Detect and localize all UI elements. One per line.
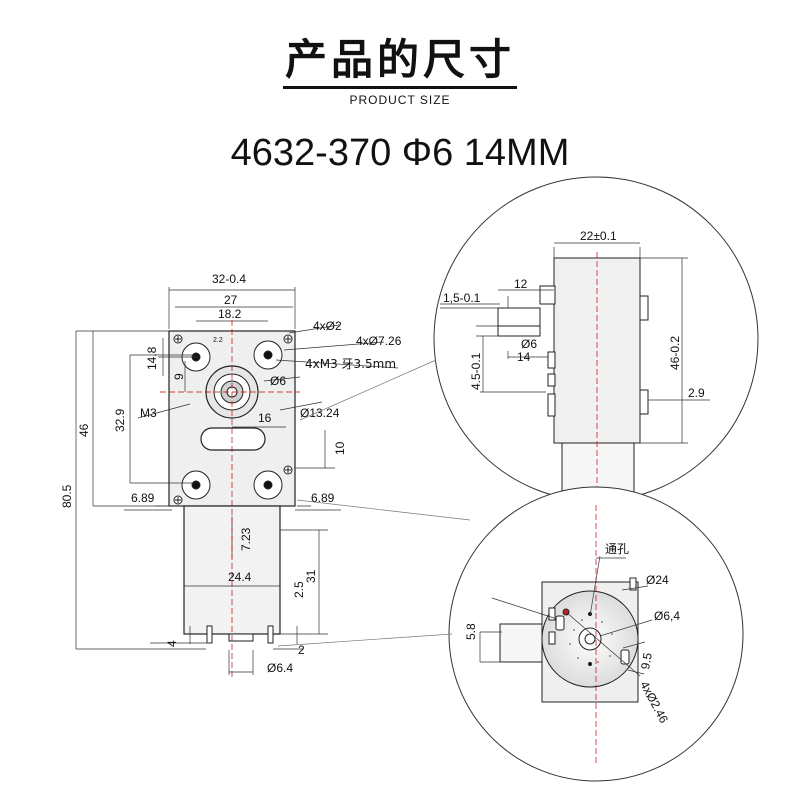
- dim-31: 31: [304, 569, 318, 583]
- side-dim-46: 46-0.2: [668, 336, 682, 370]
- model-number: 4632-370 Φ6 14MM: [230, 132, 570, 174]
- dim-24-4: 24.4: [228, 570, 252, 584]
- dim-27: 27: [224, 293, 238, 307]
- dim-hub: Ø13.24: [300, 406, 340, 420]
- dim-2: 2: [298, 643, 305, 657]
- dim-32: 32-0.4: [212, 272, 246, 286]
- title-underline: [283, 86, 517, 89]
- dim-80-5: 80.5: [60, 484, 74, 508]
- dim-7-23: 7.23: [239, 527, 253, 551]
- motor-dim-9-5: 9.5: [638, 651, 655, 670]
- page-subtitle: PRODUCT SIZE: [349, 93, 451, 107]
- motor-shaft-stub: [499, 623, 545, 663]
- dim-4: 4: [165, 640, 179, 647]
- side-shaft: [497, 307, 541, 327]
- end-cap-vents: [569, 619, 613, 663]
- label-through-hole: 通孔: [605, 542, 629, 556]
- side-gearbox: [553, 257, 641, 444]
- dim-6-4: Ø6.4: [267, 661, 293, 675]
- page-title: 产品的尺寸: [284, 35, 515, 84]
- dim-10: 10: [333, 441, 347, 455]
- dim-18-2: 18.2: [218, 307, 242, 321]
- note-holes-large: 4xØ7.26: [356, 334, 402, 348]
- terminal-left: [206, 625, 213, 644]
- dim-46: 46: [77, 423, 91, 437]
- dim-6-89-left: 6.89: [131, 491, 155, 505]
- terminal-right: [267, 625, 274, 644]
- motor-view: 通孔 Ø24 Ø6,4 5.8 9.5 4xØ2.46: [448, 486, 744, 782]
- dim-6-89-right: 6.89: [311, 491, 335, 505]
- side-dim-22: 22±0.1: [580, 229, 617, 243]
- motor-boss: [228, 633, 254, 642]
- side-dim-shaft: Ø6: [521, 337, 537, 351]
- motor-dim-24: Ø24: [646, 573, 669, 587]
- dim-32-9: 32.9: [113, 408, 127, 432]
- through-hole: [584, 633, 596, 645]
- dim-9: 9: [172, 373, 186, 380]
- motor-dim-5-8: 5.8: [464, 623, 478, 640]
- note-holes-small: 4xØ2: [313, 319, 342, 333]
- header: 产品的尺寸 PRODUCT SIZE 4632-370 Φ6 14MM: [0, 0, 800, 174]
- front-dimension-lines: [75, 287, 399, 680]
- side-dim-2-9: 2.9: [688, 386, 705, 400]
- motor-dim-6-4: Ø6,4: [654, 609, 680, 623]
- dim-shaft: Ø6: [270, 374, 286, 388]
- dim-16: 16: [258, 411, 272, 425]
- dim-2-5: 2.5: [292, 581, 306, 598]
- side-dim-1-5: 1,5-0.1: [443, 291, 481, 305]
- connector-lines: [277, 359, 471, 647]
- side-view: 22±0.1 12 1,5-0.1 Ø6 14 4.5-0.1 46-0.2 2…: [433, 176, 759, 502]
- label-m3: M3: [140, 406, 157, 420]
- front-labels: 32-0.4 27 18.2 2.2 4xØ2 4xØ7.26 4xM3 牙3.…: [60, 272, 402, 675]
- note-threads: 4xM3 牙3.5mm: [305, 357, 396, 371]
- side-dim-14: 14: [517, 350, 531, 364]
- dim-2-2: 2.2: [213, 337, 223, 344]
- slot: [200, 427, 266, 451]
- side-dim-12: 12: [514, 277, 528, 291]
- dim-14-8: 14.8: [145, 346, 159, 370]
- corner-screw-icons: [173, 334, 293, 505]
- side-dim-4-5: 4.5-0.1: [469, 352, 483, 390]
